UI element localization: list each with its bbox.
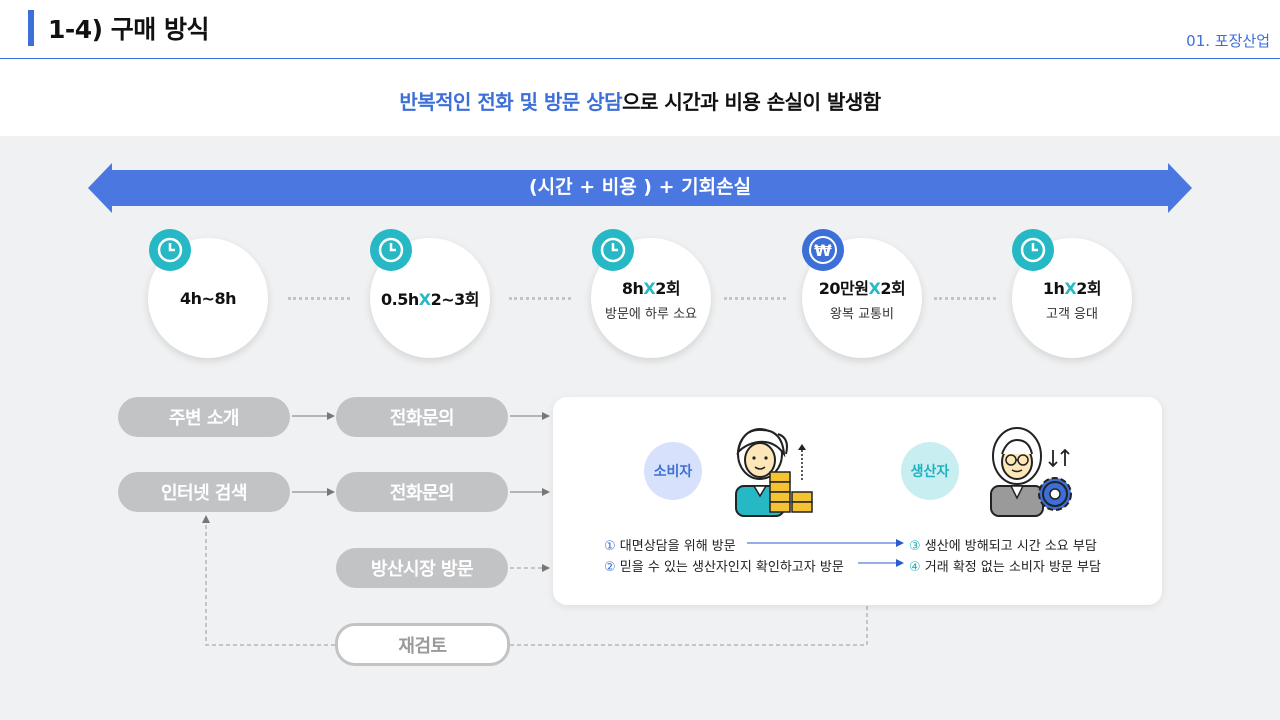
clock-icon xyxy=(592,229,634,271)
circle-value: 20만원X2회 xyxy=(818,278,906,298)
dotted-connector xyxy=(509,297,571,300)
note-2: ② 믿을 수 있는 생산자인지 확인하고자 방문 xyxy=(604,560,844,575)
header-divider xyxy=(0,58,1280,59)
time-circle-2: 0.5hX2~3회 xyxy=(370,238,490,358)
headline-rest: 으로 시간과 비용 손실이 발생함 xyxy=(622,90,881,114)
svg-text:₩: ₩ xyxy=(814,241,832,260)
note-1: ① 대면상담을 위해 방문 xyxy=(604,539,736,554)
circle-value: 4h~8h xyxy=(180,288,236,308)
pill-phone-inquiry-2: 전화문의 xyxy=(336,472,508,512)
note-4: ④ 거래 확정 없는 소비자 방문 부담 xyxy=(909,560,1101,575)
dotted-connector xyxy=(288,297,350,300)
banner-text: (시간 + 비용 ) + 기회손실 xyxy=(528,176,752,198)
clock-icon xyxy=(149,229,191,271)
title-accent-bar xyxy=(28,10,34,46)
clock-icon xyxy=(1012,229,1054,271)
headline-highlight: 반복적인 전화 및 방문 상담 xyxy=(399,90,623,114)
pill-internet-search: 인터넷 검색 xyxy=(118,472,290,512)
section-label: 01. 포장산업 xyxy=(1186,32,1270,50)
consumer-illustration xyxy=(735,428,813,517)
circle-value: 8hX2회 xyxy=(621,278,681,298)
circle-caption: 고객 응대 xyxy=(1046,306,1098,322)
circle-value: 1hX2회 xyxy=(1042,278,1102,298)
pill-intro: 주변 소개 xyxy=(118,397,290,437)
won-icon: ₩ xyxy=(802,229,844,271)
circle-caption: 왕복 교통비 xyxy=(830,306,894,322)
headline: 반복적인 전화 및 방문 상담으로 시간과 비용 손실이 발생함 xyxy=(0,86,1280,115)
circle-value: 0.5hX2~3회 xyxy=(381,290,479,309)
dotted-connector xyxy=(724,297,786,300)
producer-illustration xyxy=(990,427,1072,517)
pill-market-visit: 방산시장 방문 xyxy=(336,548,508,588)
pill-phone-inquiry-1: 전화문의 xyxy=(336,397,508,437)
dotted-connector xyxy=(934,297,996,300)
producer-badge: 생산자 xyxy=(901,442,959,500)
double-arrow-banner xyxy=(88,163,1192,213)
page-title: 1-4) 구매 방식 xyxy=(48,15,210,44)
circle-caption: 방문에 하루 소요 xyxy=(605,306,697,322)
clock-icon xyxy=(370,229,412,271)
consumer-badge: 소비자 xyxy=(644,442,702,500)
pill-review: 재검토 xyxy=(335,623,510,666)
note-3: ③ 생산에 방해되고 시간 소요 부담 xyxy=(909,539,1097,554)
